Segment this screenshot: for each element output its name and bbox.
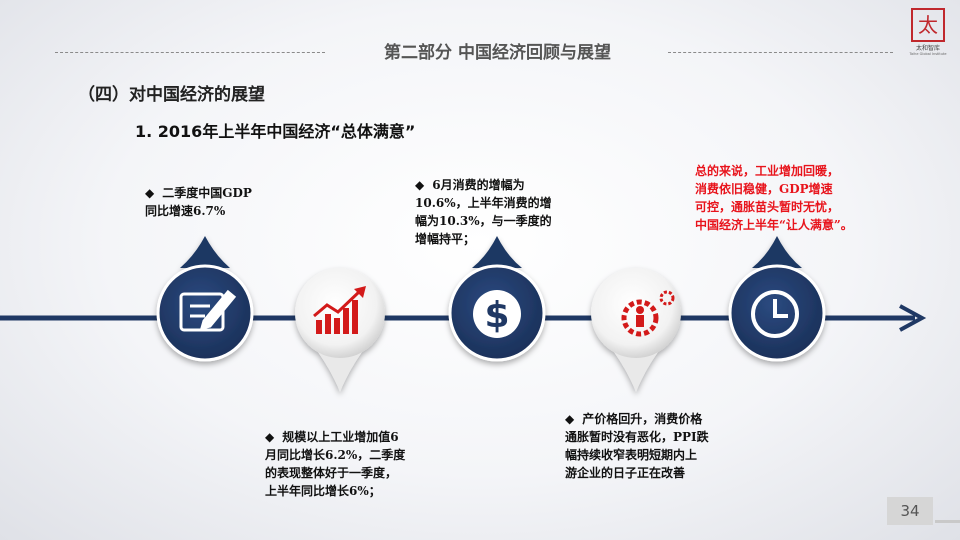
clock-icon [751, 290, 799, 338]
header-divider-right [668, 52, 893, 53]
logo-name: 太和智库 [915, 45, 940, 52]
dollar-icon: $ [473, 290, 521, 338]
growth-chart-icon [313, 286, 366, 334]
logo: 太 太和智库 Taihe Global Institute [905, 8, 951, 68]
logo-seal-icon: 太 [911, 8, 945, 42]
header-divider-left [55, 52, 325, 53]
point-title: 1. 2016年上半年中国经济“总体满意” [135, 122, 416, 141]
note-summary: 总的来说，工业增加回暖， 消费依旧稳健，GDP增速 可控，通胀苗头暂时无忧， 中… [695, 164, 853, 232]
page-number: 34 [887, 497, 933, 525]
corner-decoration [935, 520, 960, 523]
note-consumption: ◆6月消费的增幅为 10.6%，上半年消费的增 幅为10.3%，与一季度的 增幅… [415, 178, 552, 246]
business-gear-icon [621, 290, 675, 337]
timeline-node-5 [728, 236, 826, 362]
subtitle: （四）对中国经济的展望 [78, 85, 265, 105]
section-title: 第二部分 中国经济回顾与展望 [384, 43, 611, 63]
logo-english-name: Taihe Global Institute [909, 52, 947, 56]
timeline-arrow-icon [899, 304, 927, 332]
document-edit-icon [179, 289, 237, 332]
svg-text:$: $ [484, 295, 509, 336]
timeline-node-4 [591, 268, 681, 392]
note-industry: ◆规模以上工业增加值6 月同比增长6.2%，二季度 的表现整体好于一季度， 上半… [265, 430, 406, 498]
note-prices: ◆产价格回升，消费价格 通胀暂时没有恶化，PPI跌 幅持续收窄表明短期内上 游企… [565, 412, 709, 480]
timeline-node-1 [156, 236, 254, 362]
note-gdp: ◆二季度中国GDP 同比增速6.7% [145, 186, 252, 218]
